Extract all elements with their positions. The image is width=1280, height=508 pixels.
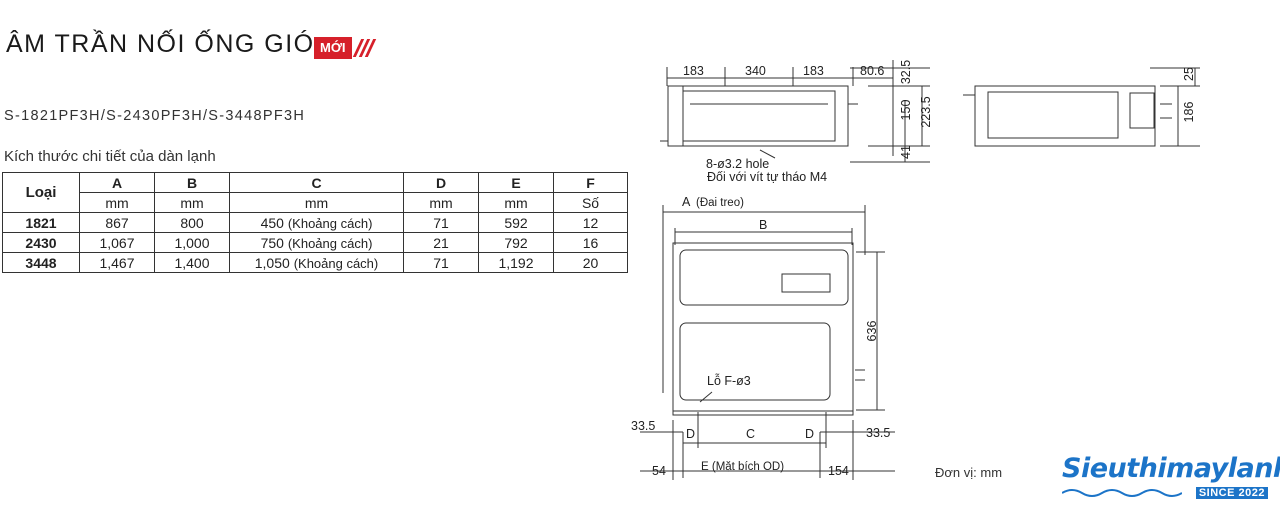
col-b: B xyxy=(154,172,230,193)
dim-a: A xyxy=(682,195,691,209)
table-caption: Kích thước chi tiết của dàn lạnh xyxy=(4,148,216,165)
cell-d: 21 xyxy=(403,232,479,253)
dim-54: 54 xyxy=(652,464,666,478)
unit-e: mm xyxy=(478,192,554,213)
unit-d: mm xyxy=(403,192,479,213)
dim-33-5-left: 33.5 xyxy=(631,419,655,433)
row-type: 1821 xyxy=(2,212,80,233)
cell-d: 71 xyxy=(403,252,479,273)
dim-223-5: 223.5 xyxy=(919,96,933,127)
side-view xyxy=(963,67,1200,147)
dim-80-6: 80.6 xyxy=(860,64,884,78)
page-title: ÂM TRẦN NỐI ỐNG GIÓ xyxy=(6,30,315,58)
dimension-table: Loại A B C D E F mm mm mm mm mm Số 1821 … xyxy=(2,172,628,273)
front-view xyxy=(660,60,930,163)
dim-d-left: D xyxy=(686,427,695,441)
dim-41: 41 xyxy=(899,145,913,159)
cell-e: 792 xyxy=(478,232,554,253)
dim-b: B xyxy=(759,218,767,232)
cell-e: 592 xyxy=(478,212,554,233)
unit-b: mm xyxy=(154,192,230,213)
dim-c: C xyxy=(746,427,755,441)
hole-note: 8-ø3.2 hole xyxy=(706,157,769,171)
dim-636: 636 xyxy=(865,321,879,342)
logo-since: SINCE 2022 xyxy=(1195,487,1268,499)
cell-a: 1,467 xyxy=(79,252,155,273)
dim-183-left: 183 xyxy=(683,64,704,78)
table-corner: Loại xyxy=(2,172,80,213)
cell-f: 20 xyxy=(553,252,628,273)
dim-33-5-right: 33.5 xyxy=(866,426,890,440)
unit-note: Đơn vị: mm xyxy=(935,465,1003,480)
dim-d-right: D xyxy=(805,427,814,441)
logo-text: Sieuthimaylanh xyxy=(1062,453,1280,484)
col-a: A xyxy=(79,172,155,193)
cell-e: 1,192 xyxy=(478,252,554,273)
cell-b: 800 xyxy=(154,212,230,233)
unit-f: Số xyxy=(553,192,628,213)
screw-note: Đối với vít tự tháo M4 xyxy=(707,170,827,184)
cell-d: 71 xyxy=(403,212,479,233)
cell-b: 1,400 xyxy=(154,252,230,273)
col-d: D xyxy=(403,172,479,193)
cell-f: 16 xyxy=(553,232,628,253)
new-badge-label: MỚI xyxy=(314,37,352,59)
cell-c: 750 (Khoảng cách) xyxy=(229,232,404,253)
table-row: 2430 1,067 1,000 750 (Khoảng cách) 21 79… xyxy=(2,232,628,253)
cell-a: 1,067 xyxy=(79,232,155,253)
dim-a-note: (Đai treo) xyxy=(696,197,744,209)
dim-25: 25 xyxy=(1182,67,1196,81)
cell-c: 1,050 (Khoảng cách) xyxy=(229,252,404,273)
unit-a: mm xyxy=(79,192,155,213)
dim-154: 154 xyxy=(828,464,849,478)
top-view xyxy=(640,205,895,480)
dim-186: 186 xyxy=(1182,102,1196,123)
dim-340: 340 xyxy=(745,64,766,78)
hole-label: Lỗ F-ø3 xyxy=(707,373,751,388)
cell-b: 1,000 xyxy=(154,232,230,253)
cell-f: 12 xyxy=(553,212,628,233)
dim-e: E (Mặt bích OD) xyxy=(701,461,784,473)
new-badge: MỚI xyxy=(314,37,376,59)
model-list: S-1821PF3H/S-2430PF3H/S-3448PF3H xyxy=(4,108,306,124)
col-c: C xyxy=(229,172,404,193)
row-type: 3448 xyxy=(2,252,80,273)
cell-c: 450 (Khoảng cách) xyxy=(229,212,404,233)
cell-a: 867 xyxy=(79,212,155,233)
logo-wave-icon xyxy=(1062,489,1182,497)
dim-150: 150 xyxy=(899,100,913,121)
dim-183-right: 183 xyxy=(803,64,824,78)
col-f: F xyxy=(553,172,628,193)
table-row: 1821 867 800 450 (Khoảng cách) 71 592 12 xyxy=(2,212,628,233)
table-row: 3448 1,467 1,400 1,050 (Khoảng cách) 71 … xyxy=(2,252,628,273)
dim-32-5: 32.5 xyxy=(899,60,913,84)
unit-c: mm xyxy=(229,192,404,213)
row-type: 2430 xyxy=(2,232,80,253)
col-e: E xyxy=(478,172,554,193)
badge-stripes xyxy=(352,39,376,57)
brand-logo: Sieuthimaylanh SINCE 2022 xyxy=(1062,453,1280,503)
